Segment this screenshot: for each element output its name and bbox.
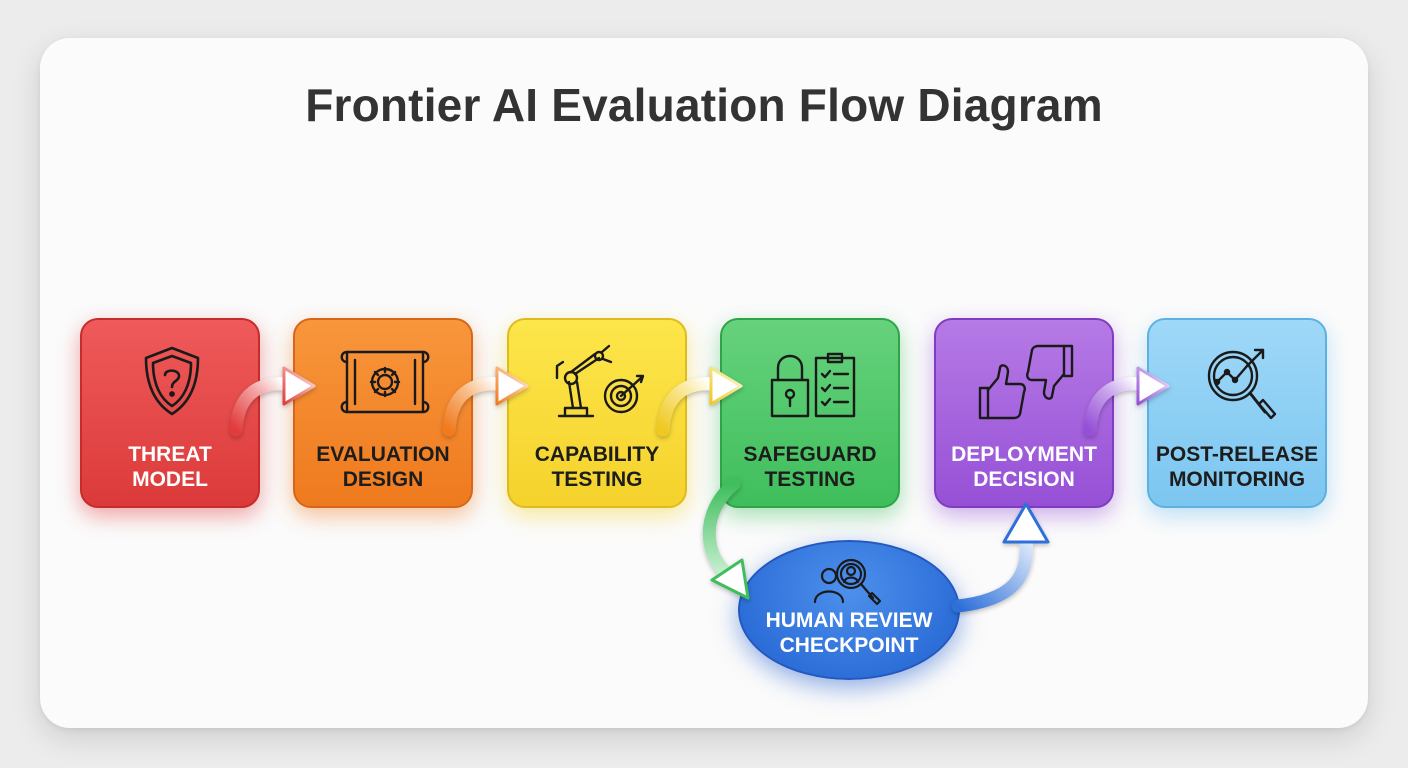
arrow-evaluation-to-capability (442, 366, 529, 437)
thumbs-up-down-icon (978, 344, 1074, 420)
diagram-title: Frontier AI Evaluation Flow Diagram (305, 79, 1103, 131)
arrow-safeguard-to-checkpoint (702, 477, 750, 600)
arrow-deployment-to-monitoring (1083, 366, 1170, 437)
arrow-capability-to-safeguard (656, 366, 743, 437)
magnifier-chart-icon (1207, 348, 1277, 420)
shield-question-icon (144, 346, 200, 416)
people-magnifier-icon (813, 558, 882, 606)
arrow-threat-to-evaluation (229, 366, 316, 437)
robot-arm-target-icon (555, 344, 645, 418)
blueprint-gear-icon (340, 350, 430, 414)
lock-checklist-icon (770, 352, 856, 418)
arrow-checkpoint-to-deployment (951, 502, 1050, 613)
